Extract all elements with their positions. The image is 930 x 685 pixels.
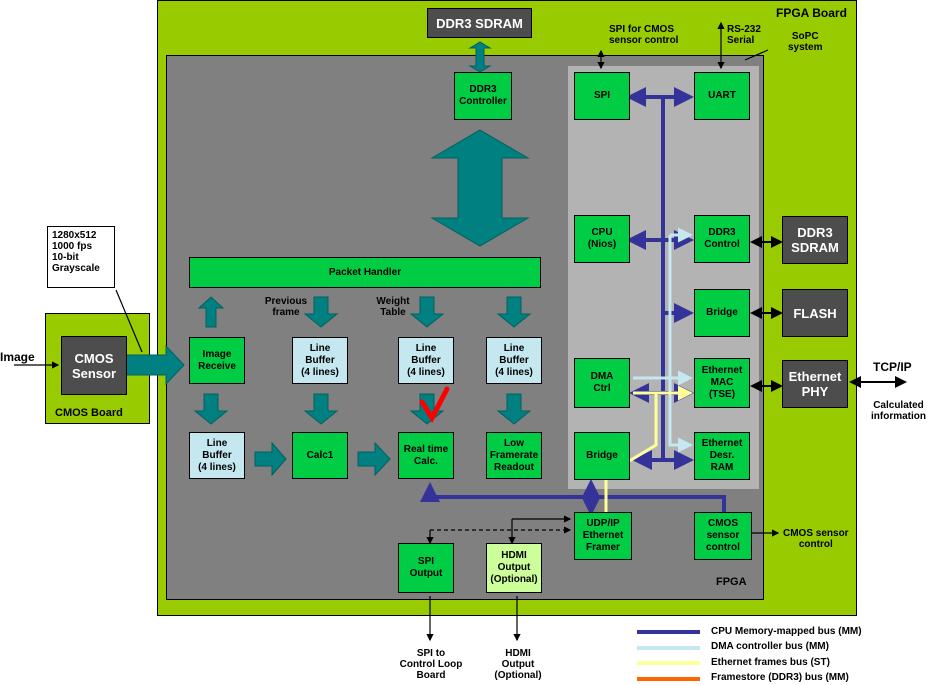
spi-block: SPI (574, 72, 630, 120)
ddr3-controller: DDR3 Controller (454, 72, 512, 120)
cmos-sensor: CMOS Sensor (61, 336, 127, 395)
ethernet-phy: Ethernet PHY (782, 360, 848, 408)
ethernet-desr-ram: Ethernet Desr. RAM (694, 432, 750, 480)
ddr3-sdram-top: DDR3 SDRAM (427, 8, 532, 38)
legend-framestore: Framestore (DDR3) bus (MM) (711, 672, 849, 683)
calc1: Calc1 (292, 432, 348, 479)
teal-arrows (123, 41, 532, 477)
ddr3-sdram-right: DDR3 SDRAM (782, 216, 848, 264)
ethernet-mac: Ethernet MAC (TSE) (694, 358, 750, 408)
ethernet-frames-bus (604, 385, 693, 512)
hdmi-output-label: HDMI Output (Optional) (494, 648, 542, 681)
spi-output: SPI Output (398, 543, 454, 593)
cmos-board-label: CMOS Board (55, 407, 123, 419)
image-receive: Image Receive (189, 337, 245, 384)
ddr3-control: DDR3 Control (694, 215, 750, 263)
image-input-label: Image (0, 350, 35, 364)
low-framerate-readout: Low Framerate Readout (486, 432, 542, 479)
realtime-calc: Real time Calc. (398, 432, 454, 479)
fpga-label: FPGA (716, 576, 747, 588)
dma-bus (633, 227, 693, 453)
fpga-board-label: FPGA Board (776, 6, 847, 20)
legend-dma: DMA controller bus (MM) (711, 641, 829, 652)
udp-ethernet-framer: UDP/IP Ethernet Framer (574, 512, 632, 560)
spi-to-control-loop-label: SPI to Control Loop Board (399, 648, 463, 681)
line-buffer-readout: Line Buffer (4 lines) (486, 337, 542, 384)
bridge-flash: Bridge (694, 289, 750, 337)
checkmark-icon (419, 386, 450, 424)
black-arrows (14, 21, 907, 642)
legend-lines (637, 630, 700, 681)
bridge-low: Bridge (574, 432, 630, 480)
line-buffer-bottom: Line Buffer (4 lines) (189, 432, 245, 479)
packet-handler: Packet Handler (189, 257, 541, 288)
sensor-spec: 1280x512 1000 fps 10-bit Grayscale (47, 226, 115, 288)
dma-ctrl: DMA Ctrl (574, 358, 630, 408)
line-buffer-previous: Line Buffer (4 lines) (292, 337, 348, 384)
cmos-sensor-control-block: CMOS sensor control (694, 512, 752, 560)
weight-table-label: Weight Table (376, 296, 410, 318)
uart-block: UART (694, 72, 750, 120)
hdmi-output: HDMI Output (Optional) (486, 543, 542, 593)
cpu-nios: CPU (Nios) (574, 215, 630, 263)
spi-cmos-control-label: SPI for CMOS sensor control (609, 24, 679, 46)
line-buffer-weight: Line Buffer (4 lines) (398, 337, 454, 384)
tcp-ip-label: TCP/IP (873, 360, 912, 374)
flash-block: FLASH (782, 289, 848, 337)
legend-cpu-mm: CPU Memory-mapped bus (MM) (711, 626, 862, 637)
sopc-label: SoPC system (788, 31, 823, 53)
rs232-label: RS-232 Serial (727, 24, 761, 46)
legend-ethernet: Ethernet frames bus (ST) (711, 657, 830, 668)
cmos-sensor-control-label: CMOS sensor control (783, 528, 849, 550)
previous-frame-label: Previous frame (264, 296, 308, 318)
calculated-info-label: Calculated information (871, 400, 926, 422)
